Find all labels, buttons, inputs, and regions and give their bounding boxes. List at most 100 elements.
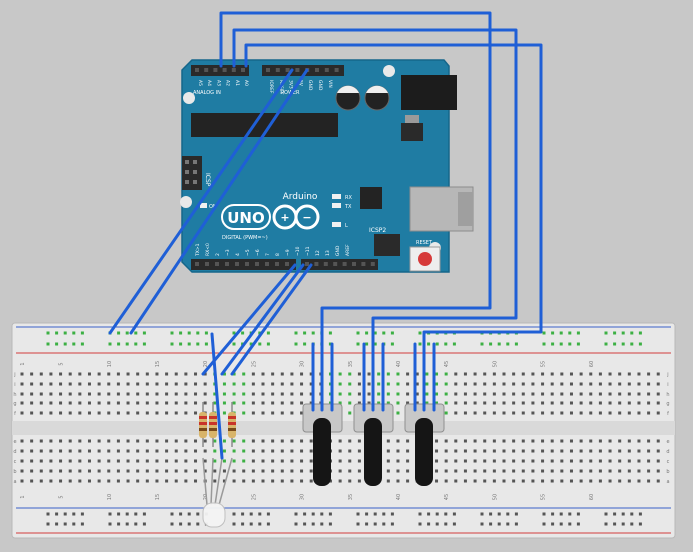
resistor-band: [199, 416, 207, 419]
resistor-band: [209, 428, 217, 431]
rail-hole: [576, 512, 580, 516]
breadboard-hole: [68, 459, 72, 463]
rail-hole: [134, 331, 138, 335]
led-lead: [210, 457, 214, 506]
breadboard-hole: [49, 449, 53, 453]
breadboard-hole: [473, 392, 477, 396]
rail-hole: [266, 512, 270, 516]
breadboard-hole: [155, 449, 159, 453]
breadboard-hole: [386, 469, 390, 473]
rail-hole: [568, 512, 572, 516]
breadboard-hole: [280, 411, 284, 415]
breadboard-hole: [174, 449, 178, 453]
rail-hole: [170, 331, 174, 335]
rail-hole: [382, 512, 386, 516]
breadboard-hole: [492, 382, 496, 386]
rail-hole: [294, 342, 298, 346]
breadboard-hole: [280, 439, 284, 443]
rx-led: [332, 194, 341, 199]
breadboard-hole: [213, 439, 217, 443]
rail-hole: [452, 512, 456, 516]
breadboard-hole: [444, 459, 448, 463]
rail-hole: [134, 522, 138, 526]
rail-hole: [320, 512, 324, 516]
breadboard-hole: [444, 382, 448, 386]
breadboard-hole: [454, 469, 458, 473]
breadboard-hole: [232, 392, 236, 396]
rail-hole: [568, 342, 572, 346]
breadboard-hole: [97, 469, 101, 473]
label-analog-in: ANALOG IN: [193, 90, 221, 96]
breadboard-hole: [126, 401, 130, 405]
breadboard-hole: [136, 469, 140, 473]
breadboard-hole: [203, 401, 207, 405]
breadboard-hole: [194, 469, 198, 473]
breadboard-hole: [608, 382, 612, 386]
reset-button: [418, 252, 432, 266]
breadboard-hole: [541, 392, 545, 396]
icsp-pins: [185, 160, 197, 184]
breadboard-hole: [213, 449, 217, 453]
pin-label: IOREF: [268, 80, 274, 94]
header-pin: [231, 68, 236, 72]
breadboard-hole: [627, 401, 631, 405]
breadboard-hole: [290, 401, 294, 405]
breadboard-hole: [194, 479, 198, 483]
rail-hole: [559, 522, 563, 526]
breadboard-hole: [589, 382, 593, 386]
rail-hole: [418, 512, 422, 516]
breadboard-hole: [483, 372, 487, 376]
row-letter: f: [14, 411, 16, 417]
breadboard-hole: [39, 382, 43, 386]
label-digital: DIGITAL (PWM=~): [222, 235, 268, 241]
rail-hole: [125, 522, 129, 526]
breadboard-hole: [386, 372, 390, 376]
label-rx: RX: [345, 195, 352, 201]
breadboard-hole: [242, 411, 246, 415]
rail-hole: [72, 342, 76, 346]
rail-hole: [328, 331, 332, 335]
breadboard-hole: [155, 469, 159, 473]
breadboard-hole: [502, 372, 506, 376]
rail-hole: [435, 512, 439, 516]
rail-hole: [542, 512, 546, 516]
breadboard-hole: [78, 372, 82, 376]
breadboard-hole: [20, 459, 24, 463]
header-pin: [265, 262, 269, 266]
breadboard-hole: [309, 401, 313, 405]
breadboard-hole: [492, 479, 496, 483]
breadboard-hole: [357, 401, 361, 405]
breadboard-hole: [165, 411, 169, 415]
header-pin: [295, 68, 300, 72]
pin-label: A5: [197, 80, 203, 86]
tx-led: [332, 203, 341, 208]
breadboard-hole: [222, 459, 226, 463]
breadboard-hole: [492, 411, 496, 415]
rail-hole: [196, 342, 200, 346]
breadboard-hole: [492, 449, 496, 453]
breadboard-hole: [87, 479, 91, 483]
rail-hole: [170, 342, 174, 346]
breadboard-hole: [78, 469, 82, 473]
breadboard-hole: [560, 372, 564, 376]
breadboard-hole: [30, 439, 34, 443]
breadboard-hole: [396, 372, 400, 376]
breadboard-hole: [30, 411, 34, 415]
breadboard-hole: [165, 392, 169, 396]
breadboard-hole: [550, 449, 554, 453]
wire-gnd-rail: [129, 68, 309, 335]
rail-hole: [142, 512, 146, 516]
breadboard-hole: [435, 479, 439, 483]
breadboard-hole: [49, 459, 53, 463]
rail-hole: [559, 342, 563, 346]
column-number: 50: [492, 361, 498, 367]
breadboard-hole: [637, 411, 641, 415]
breadboard-hole: [242, 382, 246, 386]
breadboard-hole: [107, 459, 111, 463]
rail-hole: [489, 522, 493, 526]
breadboard-hole: [145, 469, 149, 473]
breadboard-hole: [647, 382, 651, 386]
breadboard-hole: [232, 372, 236, 376]
breadboard-hole: [598, 439, 602, 443]
